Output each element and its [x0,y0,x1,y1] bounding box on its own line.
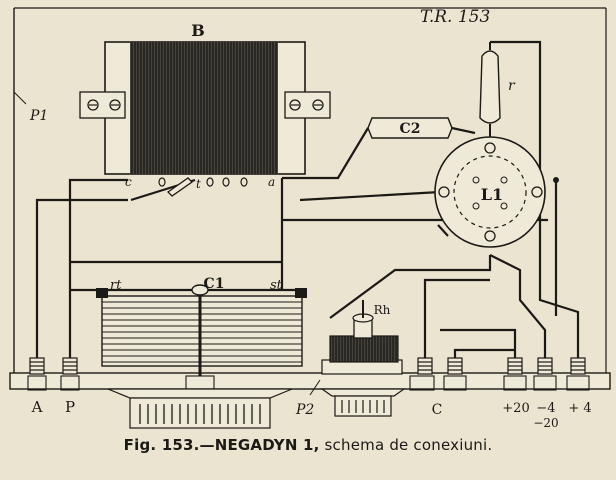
resistor-r [479,42,501,140]
tube-socket-l1 [434,136,559,248]
mounting-bracket-left [79,91,126,119]
label-rt: rt [110,278,122,293]
tuning-dial [107,388,293,429]
rheostat-knob [320,388,406,417]
label-l1: L1 [481,185,503,204]
mounting-bracket-right [284,91,331,119]
label-c1: C1 [204,276,225,292]
label-p1: P1 [29,108,48,124]
label-rh: Rh [374,303,391,317]
terminal-post-minus4 [537,357,553,375]
transformer-b [79,41,331,197]
caption-text: schema de conexiuni. [324,436,493,454]
coil-taps [158,177,248,187]
label-r: r [508,78,516,94]
rheostat-rh [321,300,403,375]
terminal-post-plus4 [570,357,586,375]
label-coil-a: a [268,175,275,189]
variable-capacitor-c1 [96,284,307,376]
label-coil-c: c [125,175,132,189]
base-strip [9,372,611,390]
terminal-label-minus20: −20 [533,416,558,430]
board-frame [13,7,607,375]
terminal-post-c [417,357,433,375]
terminal-label-plus4: + 4 [568,401,591,416]
terminal-label-a: A [31,398,43,416]
terminal-label-minus4: −4 [536,401,555,416]
terminal-post-p [62,357,78,375]
leader-lines [13,91,321,396]
terminal-posts [29,357,586,375]
terminal-label-p: P [65,398,75,416]
terminal-post-plus20 [507,357,523,375]
capacitor-c2 [367,117,453,139]
terminal-post-c-aux [447,357,463,375]
terminal-post-a [29,357,45,375]
label-b: B [191,21,205,40]
label-tr: T.R. 153 [420,7,490,27]
label-coil-t: t [196,177,201,191]
terminal-label-plus20: +20 [502,401,529,416]
label-c2: C2 [400,121,421,137]
label-st: st [270,278,283,293]
terminal-label-c: C [432,402,443,418]
label-p2: P2 [295,402,314,418]
figure-caption: Fig. 153.—NEGADYN 1, schema de conexiuni… [0,436,616,454]
caption-figure-number: Fig. 153.—NEGADYN 1, [123,436,320,454]
tap-switch [166,177,194,197]
